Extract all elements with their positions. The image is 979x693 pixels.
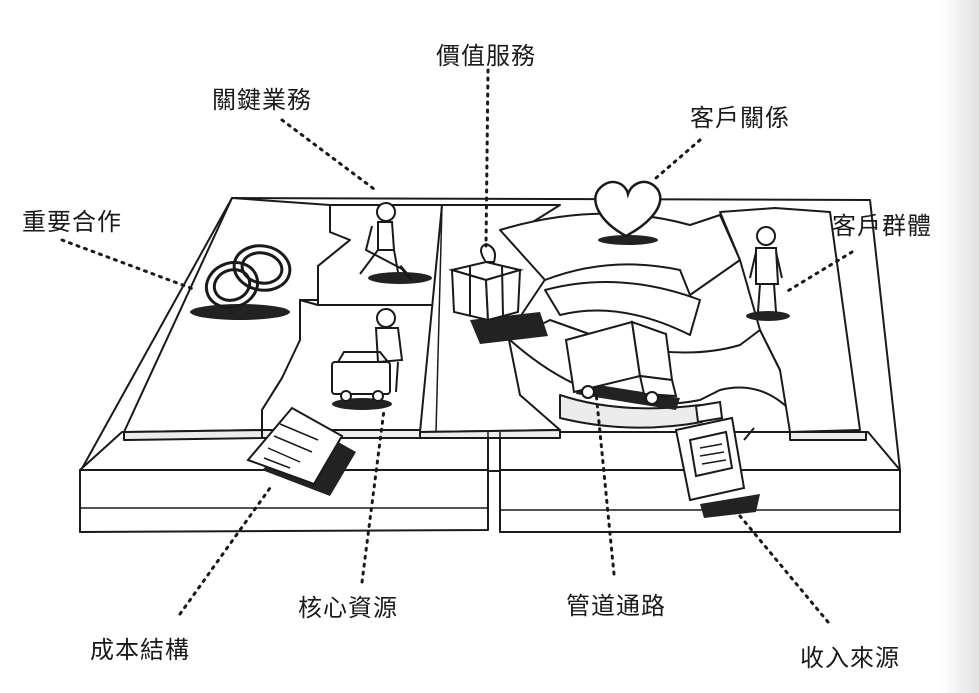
rings-icon bbox=[190, 244, 292, 320]
label-customer-segments: 客戶群體 bbox=[832, 212, 932, 240]
label-cost-structure: 成本結構 bbox=[90, 636, 190, 664]
cash-register-icon bbox=[674, 400, 760, 518]
label-value-propositions: 價值服務 bbox=[436, 42, 536, 70]
worker-digging-icon bbox=[359, 202, 432, 284]
label-key-resources: 核心資源 bbox=[298, 594, 398, 622]
heart-icon bbox=[594, 180, 662, 245]
label-key-activities: 關鍵業務 bbox=[212, 86, 312, 114]
leader-customer-relationships bbox=[654, 138, 702, 180]
document-icon bbox=[246, 406, 356, 496]
leader-revenue-streams bbox=[738, 514, 830, 624]
revenue-streams-block bbox=[499, 431, 901, 533]
label-channels: 管道通路 bbox=[566, 592, 666, 620]
page-edge-shadow bbox=[941, 0, 979, 693]
cost-structure-block bbox=[79, 431, 489, 533]
leader-key-partners bbox=[60, 238, 198, 292]
person-standing-icon bbox=[746, 226, 790, 321]
leader-channels bbox=[594, 390, 616, 576]
delivery-truck-icon bbox=[564, 320, 680, 410]
label-key-partners: 重要合作 bbox=[22, 208, 122, 236]
leader-key-resources bbox=[360, 408, 386, 584]
leader-cost-structure bbox=[178, 486, 272, 616]
worker-forklift-icon bbox=[331, 308, 404, 410]
leader-customer-segments bbox=[784, 250, 854, 294]
leader-value-propositions bbox=[484, 68, 490, 248]
label-revenue-streams: 收入來源 bbox=[800, 644, 900, 672]
gift-box-icon bbox=[448, 242, 548, 344]
leader-key-activities bbox=[280, 118, 380, 194]
label-customer-relationships: 客戶關係 bbox=[690, 104, 790, 132]
